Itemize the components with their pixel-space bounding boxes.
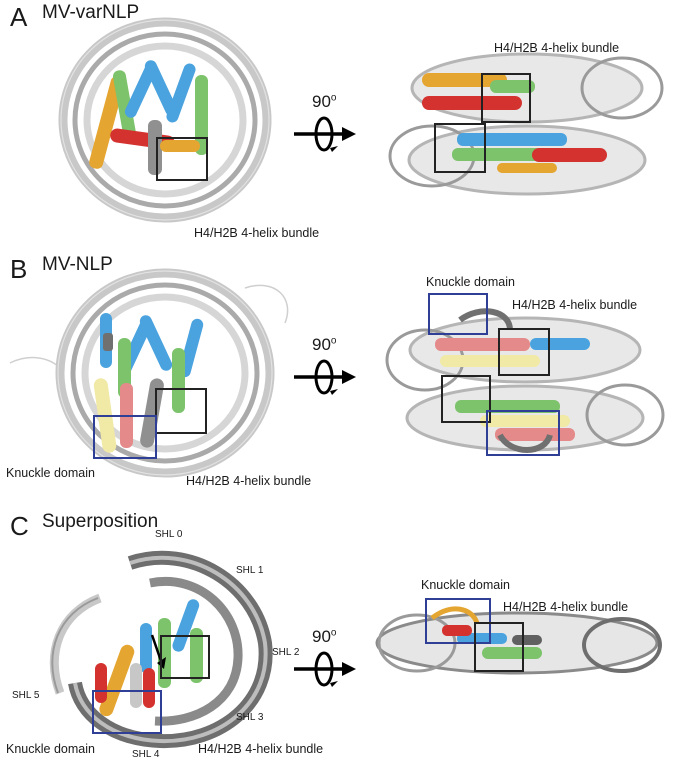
shl-label-0: SHL 0 bbox=[155, 529, 183, 540]
knuckle-box-b-left bbox=[93, 415, 157, 459]
panel-a: A MV-varNLP H4/H2B 4-helix bundle 90o bbox=[0, 0, 673, 250]
helix-bundle-box-b-right-top bbox=[498, 328, 550, 376]
helix-bundle-box-b-left bbox=[155, 388, 207, 434]
rotation-indicator-a: 90o bbox=[292, 92, 358, 162]
rotation-label-a: 90o bbox=[312, 92, 337, 111]
knuckle-label-b-right: Knuckle domain bbox=[426, 275, 515, 289]
nucleosome-side-view-b bbox=[385, 308, 665, 453]
helix-bundle-label-a-left: H4/H2B 4-helix bundle bbox=[194, 226, 320, 240]
rotate-arrow-icon bbox=[294, 116, 356, 152]
helix-bundle-box-c-right bbox=[474, 622, 524, 672]
shl-label-4: SHL 4 bbox=[132, 749, 160, 760]
nucleosome-side-view-a bbox=[388, 52, 664, 196]
knuckle-box-c-right bbox=[425, 598, 491, 644]
knuckle-box-b-right-top bbox=[428, 293, 488, 335]
rotate-arrow-icon bbox=[294, 651, 356, 687]
panel-letter-c: C bbox=[10, 511, 29, 541]
knuckle-box-c-left bbox=[92, 690, 162, 734]
knuckle-label-b-left: Knuckle domain bbox=[6, 466, 95, 480]
knuckle-box-b-right-bottom bbox=[486, 410, 560, 456]
rotate-arrow-icon bbox=[294, 359, 356, 395]
panel-letter-a: A bbox=[10, 2, 28, 32]
helix-bundle-box-b-right-bottom bbox=[441, 375, 491, 423]
helix-bundle-box-a-right-top bbox=[481, 73, 531, 123]
helix-bundle-label-a-right: H4/H2B 4-helix bundle bbox=[494, 41, 620, 55]
panel-title-a: MV-varNLP bbox=[42, 2, 140, 23]
nucleosome-superposition-front-view bbox=[49, 550, 273, 749]
panel-b: B MV-NLP Knuckle domain H4/H2B 4-helix b… bbox=[0, 250, 673, 505]
helix-bundle-box-a-right-bottom bbox=[434, 123, 486, 173]
nucleosome-front-view-a bbox=[58, 17, 272, 223]
rotation-indicator-b: 90o bbox=[292, 335, 358, 405]
helix-bundle-box-c-left bbox=[160, 635, 210, 679]
nucleosome-superposition-side-view bbox=[375, 606, 662, 675]
knuckle-label-c-right: Knuckle domain bbox=[421, 578, 510, 592]
helix-bundle-label-b-right: H4/H2B 4-helix bundle bbox=[512, 298, 638, 312]
shl-label-5: SHL 5 bbox=[12, 690, 40, 701]
panel-title-c: Superposition bbox=[42, 511, 159, 532]
shl-label-2: SHL 2 bbox=[272, 647, 300, 658]
rotation-label-b: 90o bbox=[312, 335, 337, 354]
panel-letter-b: B bbox=[10, 254, 28, 284]
nucleosome-front-view-b bbox=[9, 268, 289, 478]
shl-label-1: SHL 1 bbox=[236, 565, 264, 576]
rotation-label-c: 90o bbox=[312, 627, 337, 646]
rotation-indicator-c: 90o bbox=[292, 627, 358, 697]
shl-label-3: SHL 3 bbox=[236, 712, 264, 723]
panel-title-b: MV-NLP bbox=[42, 254, 113, 275]
knuckle-label-c-left: Knuckle domain bbox=[6, 742, 95, 756]
helix-bundle-box-a-left bbox=[156, 137, 208, 181]
helix-bundle-label-c-left: H4/H2B 4-helix bundle bbox=[198, 742, 324, 756]
panel-c: C Superposition SHL 0 SHL 1 SHL 2 SHL 3 … bbox=[0, 505, 673, 768]
helix-bundle-label-b-left: H4/H2B 4-helix bundle bbox=[186, 474, 312, 488]
helix-bundle-label-c-right: H4/H2B 4-helix bundle bbox=[503, 600, 629, 614]
